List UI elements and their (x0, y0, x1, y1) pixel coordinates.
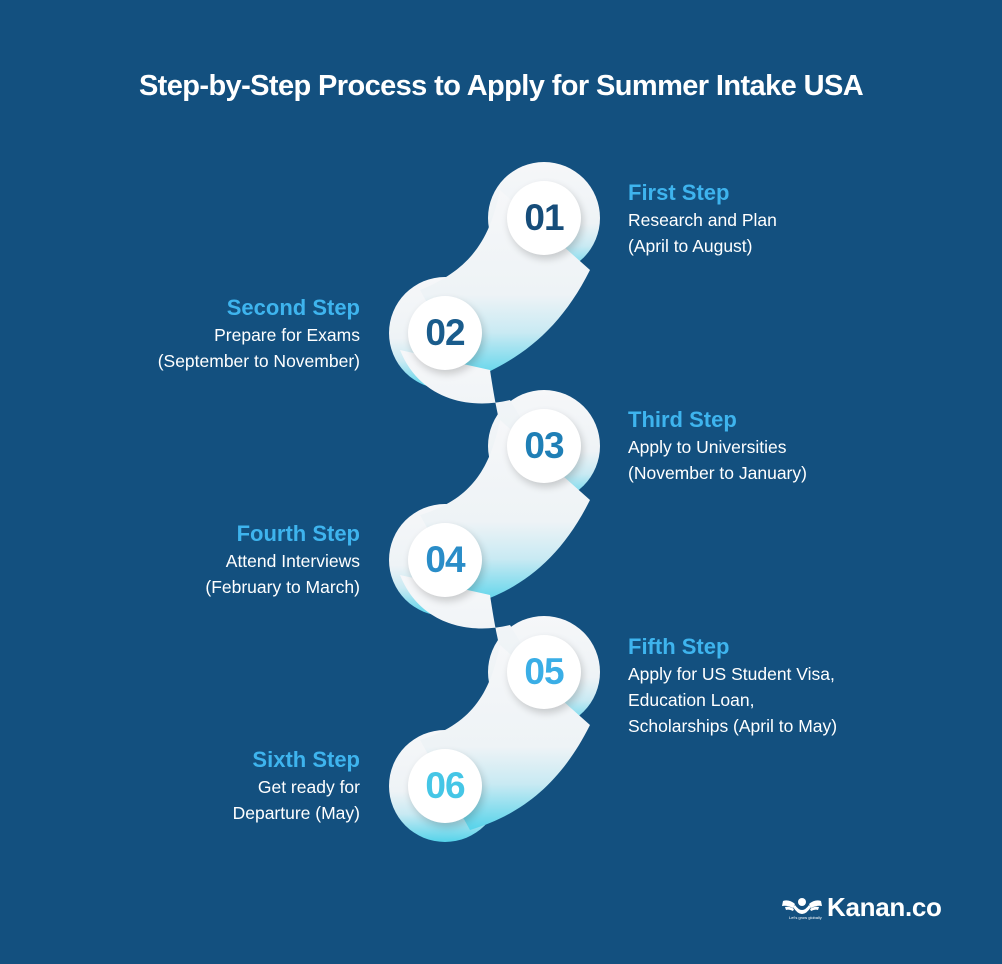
step-description-line: Attend Interviews (225, 551, 360, 571)
step-description-line: Apply to Universities (628, 437, 787, 457)
step-number-badge-03: 03 (507, 409, 581, 483)
kanan-logo: Let's grow globally Kanan.co (781, 892, 942, 923)
step-number-badge-01: 01 (507, 181, 581, 255)
step-number-badge-02: 02 (408, 296, 482, 370)
step-2-text: Second Step Prepare for Exams (September… (158, 294, 360, 374)
step-description-line: (February to March) (205, 577, 360, 597)
step-heading: Second Step (226, 295, 360, 320)
step-description-line: Research and Plan (628, 210, 777, 230)
kanan-wings-logo-icon (782, 897, 822, 914)
step-description-line: (September to November) (157, 351, 360, 371)
step-description-line: Prepare for Exams (214, 325, 360, 345)
step-heading: Fourth Step (236, 521, 360, 546)
logo-brand-text: Kanan.co (827, 892, 942, 922)
step-description-line: (April to August) (628, 236, 753, 256)
step-description-line: (November to January) (628, 463, 807, 483)
step-number-badge-04: 04 (408, 523, 482, 597)
step-3-text: Third Step Apply to Universities (Novemb… (628, 406, 807, 486)
step-5-text: Fifth Step Apply for US Student Visa, Ed… (628, 633, 837, 739)
step-number-badge-06: 06 (408, 749, 482, 823)
step-heading: First Step (628, 180, 730, 205)
step-description-line: Scholarships (April to May) (628, 716, 838, 736)
step-4-text: Fourth Step Attend Interviews (February … (205, 520, 360, 600)
logo-tagline: Let's grow globally (789, 915, 822, 920)
page-title: Step-by-Step Process to Apply for Summer… (138, 70, 864, 102)
step-1-text: First Step Research and Plan (April to A… (628, 179, 777, 259)
step-heading: Third Step (628, 407, 737, 432)
step-6-text: Sixth Step Get ready for Departure (May) (233, 746, 360, 826)
step-description-line: Departure (May) (232, 803, 360, 823)
step-description-line: Get ready for (257, 777, 360, 797)
step-description-line: Apply for US Student Visa, (628, 664, 835, 684)
step-description-line: Education Loan, (628, 690, 755, 710)
step-number-badge-05: 05 (507, 635, 581, 709)
path-blob (389, 162, 600, 842)
step-heading: Sixth Step (252, 747, 360, 772)
step-heading: Fifth Step (628, 634, 730, 659)
